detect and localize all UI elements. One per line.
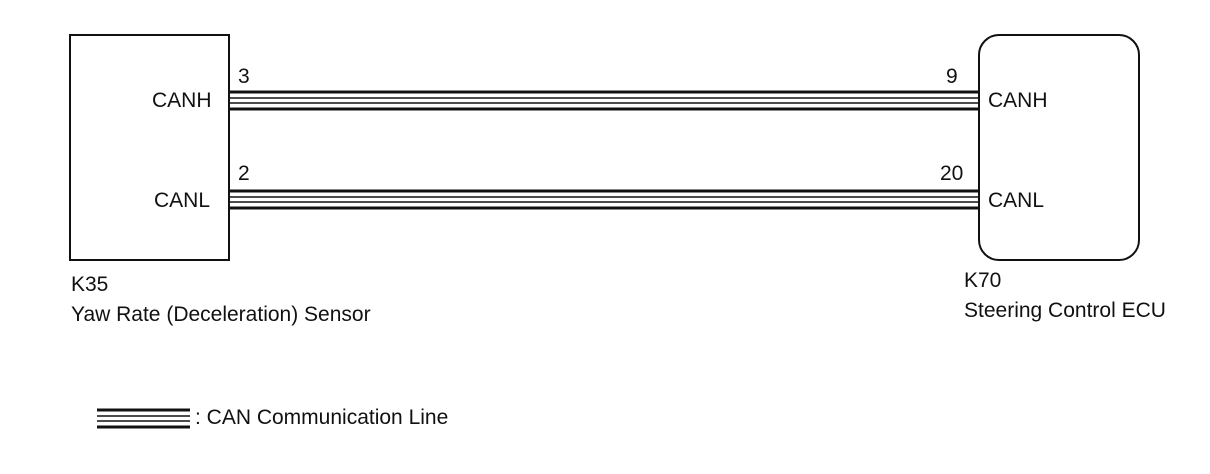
right-pin-canh-number: 9 [946,65,958,88]
right-pin-canl-signal: CANL [988,189,1045,212]
canl-wire [229,189,979,210]
legend-text: : CAN Communication Line [195,406,449,429]
left-component-box [69,34,230,261]
left-pin-canl-signal: CANL [154,189,211,212]
left-pin-canh-signal: CANH [152,89,212,112]
right-component-name: Steering Control ECU [964,299,1166,322]
left-component-id: K35 [71,273,109,296]
triple-line-icon [97,408,190,429]
right-component-box [978,34,1140,261]
left-component-name: Yaw Rate (Deceleration) Sensor [71,303,371,326]
left-pin-canh-number: 3 [238,65,250,88]
right-pin-canh-signal: CANH [988,89,1048,112]
left-pin-canl-number: 2 [238,162,250,185]
canh-wire [229,90,979,111]
right-component-id: K70 [964,269,1002,292]
right-pin-canl-number: 20 [940,162,964,185]
